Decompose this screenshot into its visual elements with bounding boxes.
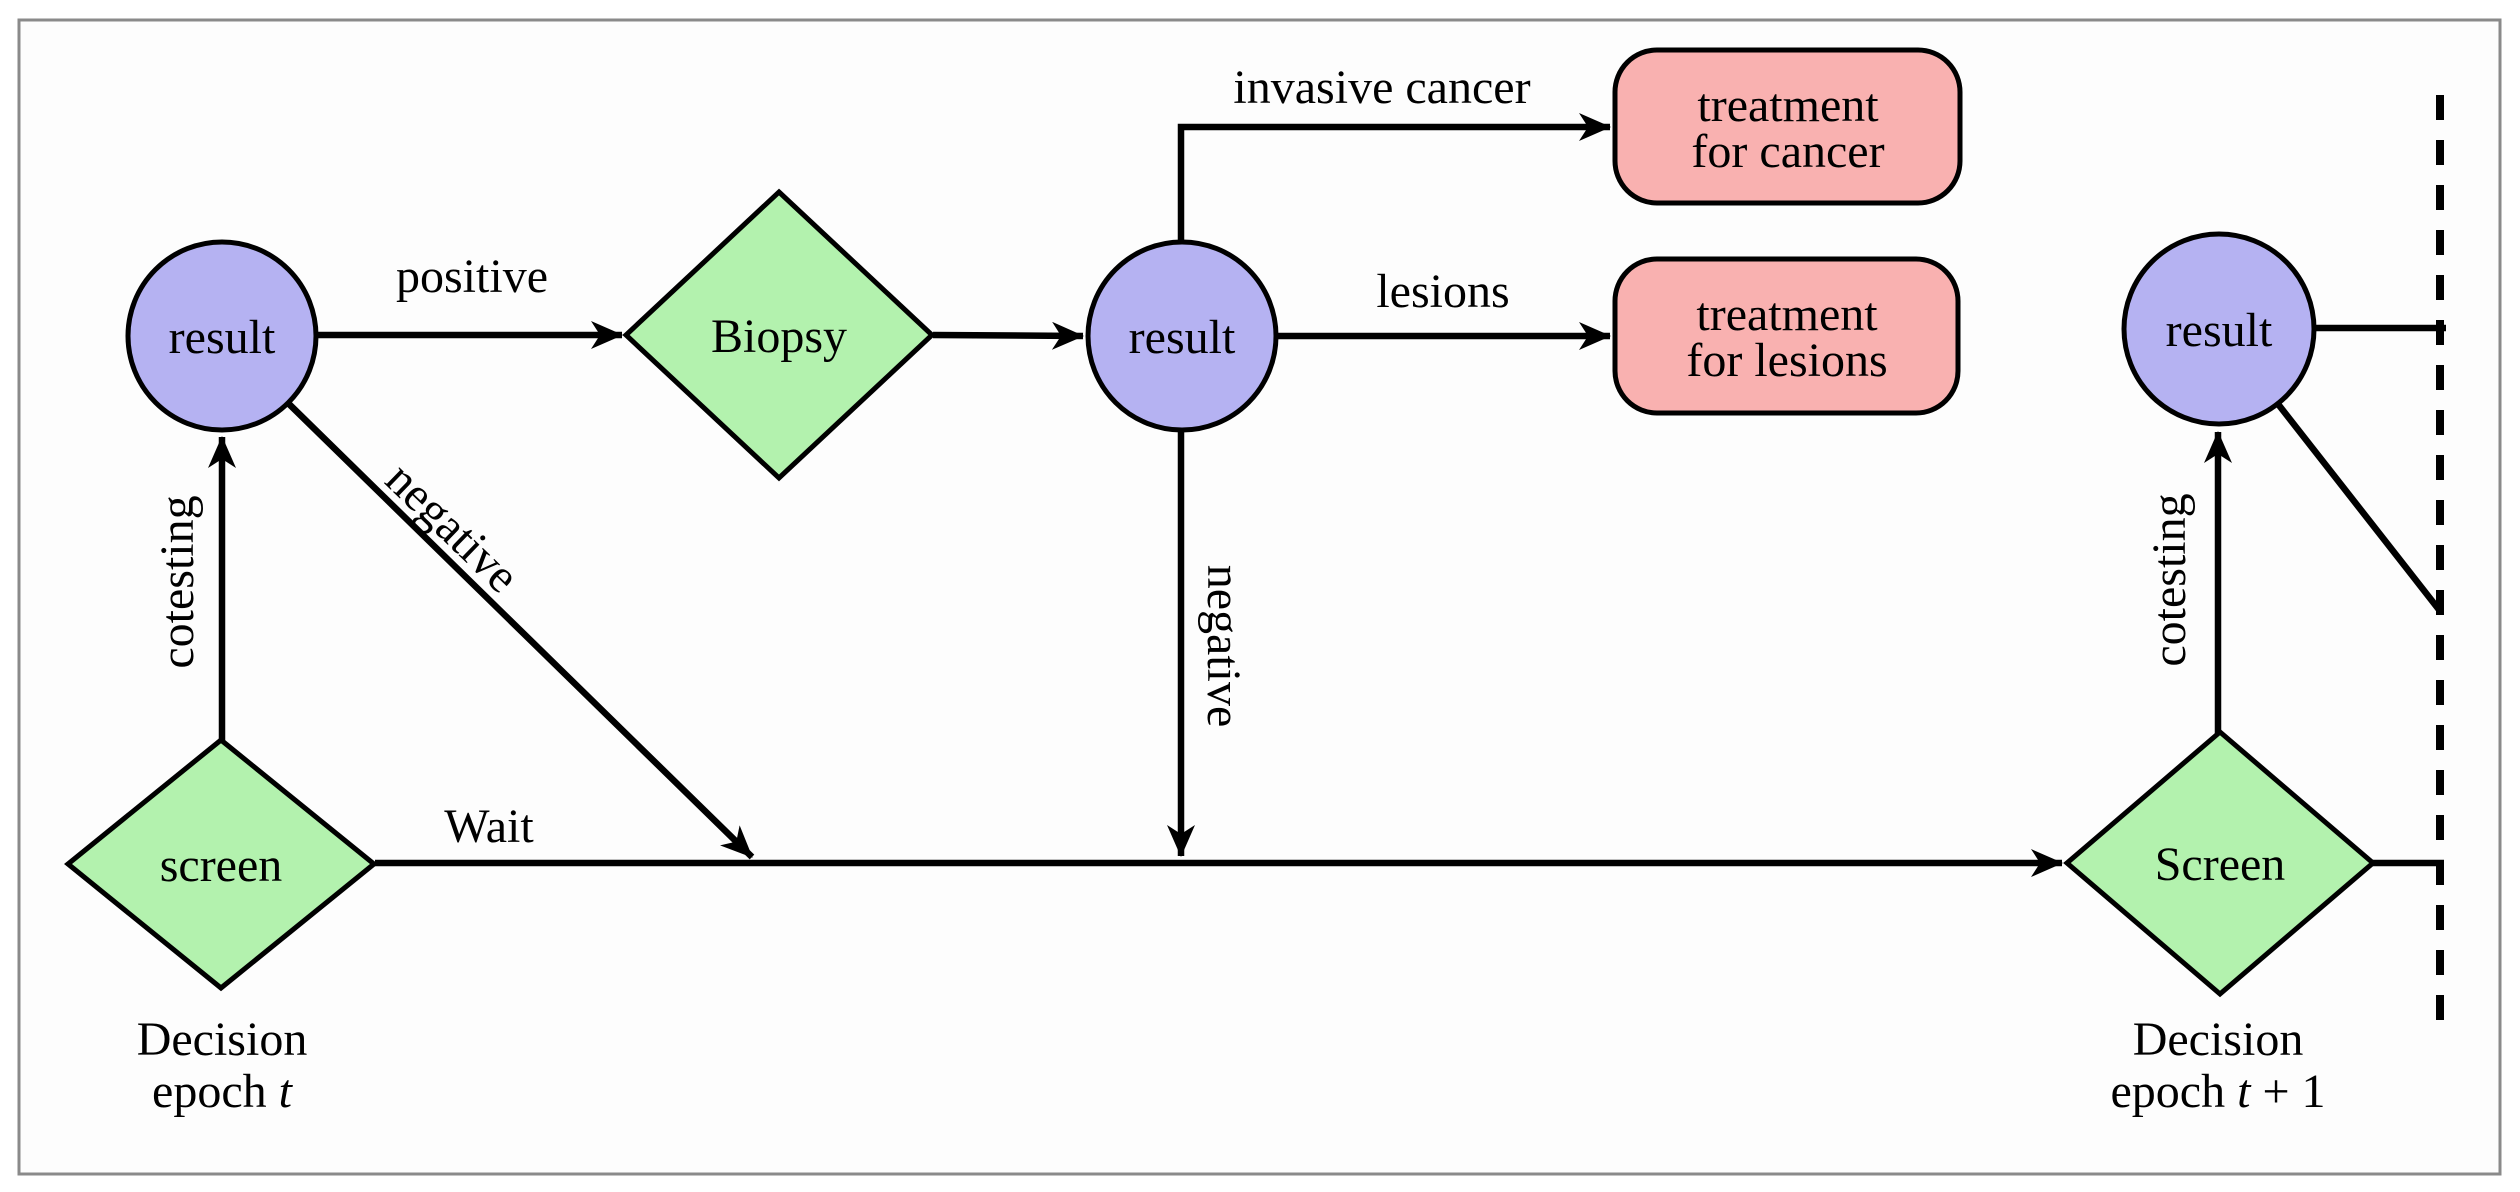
screen-label: screen (159, 839, 283, 892)
result-label: result (168, 311, 276, 364)
treatment-cancer-line1: treatment (1697, 79, 1879, 132)
node-screen-next-diamond (2063, 728, 2377, 998)
wait-edge-label: Wait (444, 800, 534, 853)
edge-next-epoch-diagonal (2275, 401, 2443, 614)
treatment-lesions-label: treatment for lesions (1686, 288, 1888, 387)
positive-edge-label: positive (396, 250, 548, 303)
decision-epoch-t1-line1: Decision (2132, 1013, 2304, 1066)
result-next-label: result (2165, 304, 2273, 357)
edge-biopsy-to-result (932, 321, 1084, 350)
epoch-suffix-right: + 1 (2250, 1065, 2326, 1118)
decision-epoch-t-line2: epoch t (137, 1066, 308, 1118)
node-biopsy-diamond (622, 188, 936, 482)
edge-negative-diagonal (286, 401, 755, 860)
decision-epoch-t-line1: Decision (136, 1013, 308, 1066)
node-result-after-biopsy-circle (1085, 239, 1279, 433)
decision-epoch-t-caption: Decision epoch t (137, 1014, 308, 1118)
epoch-var-left: t (278, 1065, 292, 1118)
cotesting-left-edge-label: cotesting (151, 495, 204, 669)
screen-next-label: Screen (2154, 838, 2286, 891)
result-after-biopsy-label: result (1128, 311, 1236, 364)
epoch-var-right: t (2237, 1065, 2251, 1118)
node-result-circle (125, 239, 319, 433)
node-screen-diamond (64, 736, 378, 992)
invasive-cancer-edge-label: invasive cancer (1233, 61, 1531, 114)
treatment-lesions-line2: for lesions (1686, 334, 1888, 387)
edge-invasive-cancer (1177, 113, 1611, 243)
treatment-lesions-line1: treatment (1696, 288, 1878, 341)
decision-epoch-t1-line2: epoch t + 1 (2110, 1066, 2325, 1118)
biopsy-label: Biopsy (710, 310, 848, 363)
decision-epoch-t1-caption: Decision epoch t + 1 (2110, 1014, 2325, 1118)
diagram-frame (17, 18, 2502, 1176)
node-treatment-lesions-box (1612, 256, 1961, 416)
treatment-cancer-line2: for cancer (1691, 125, 1885, 178)
node-treatment-cancer-box (1612, 47, 1963, 206)
negative-vertical-edge-label: negative (1197, 564, 1250, 728)
node-result-next-circle (2121, 231, 2317, 427)
treatment-cancer-label: treatment for cancer (1691, 79, 1885, 178)
epoch-word-right: epoch (2110, 1065, 2238, 1118)
cotesting-right-edge-label: cotesting (2143, 493, 2196, 667)
lesions-edge-label: lesions (1376, 265, 1510, 318)
epoch-word-left: epoch (152, 1065, 279, 1118)
